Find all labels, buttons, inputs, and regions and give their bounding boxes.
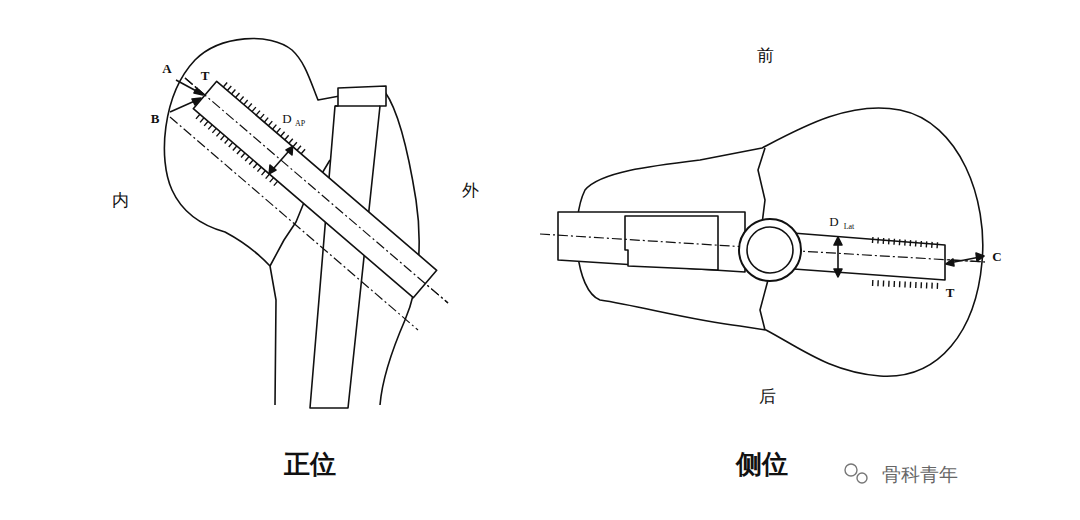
point-label: T: [201, 69, 210, 82]
dimension-symbol: D: [829, 215, 838, 228]
direction-label: 外: [462, 182, 479, 199]
axis-line: [185, 78, 448, 303]
direction-label: 内: [112, 192, 129, 209]
dimension-symbol: D: [282, 112, 291, 125]
watermark-icon: [845, 464, 867, 483]
watermark-text: 骨科青年: [882, 465, 958, 484]
point-label: B: [151, 112, 160, 125]
dimension-subscript: AP: [295, 120, 305, 128]
point-label: A: [162, 62, 171, 75]
nail-lat: [558, 212, 745, 272]
point-label: C: [992, 250, 1001, 263]
femur-outline-lat: [577, 108, 983, 376]
lag-screw-lat: [780, 232, 945, 280]
view-title: 侧位: [736, 451, 788, 477]
nail-cross-section: [739, 219, 801, 281]
direction-label: 后: [759, 388, 776, 405]
direction-label: 前: [757, 47, 774, 64]
dimension-subscript: Lat: [844, 223, 855, 231]
point-label: T: [946, 286, 955, 299]
view-title: 正位: [284, 451, 336, 477]
